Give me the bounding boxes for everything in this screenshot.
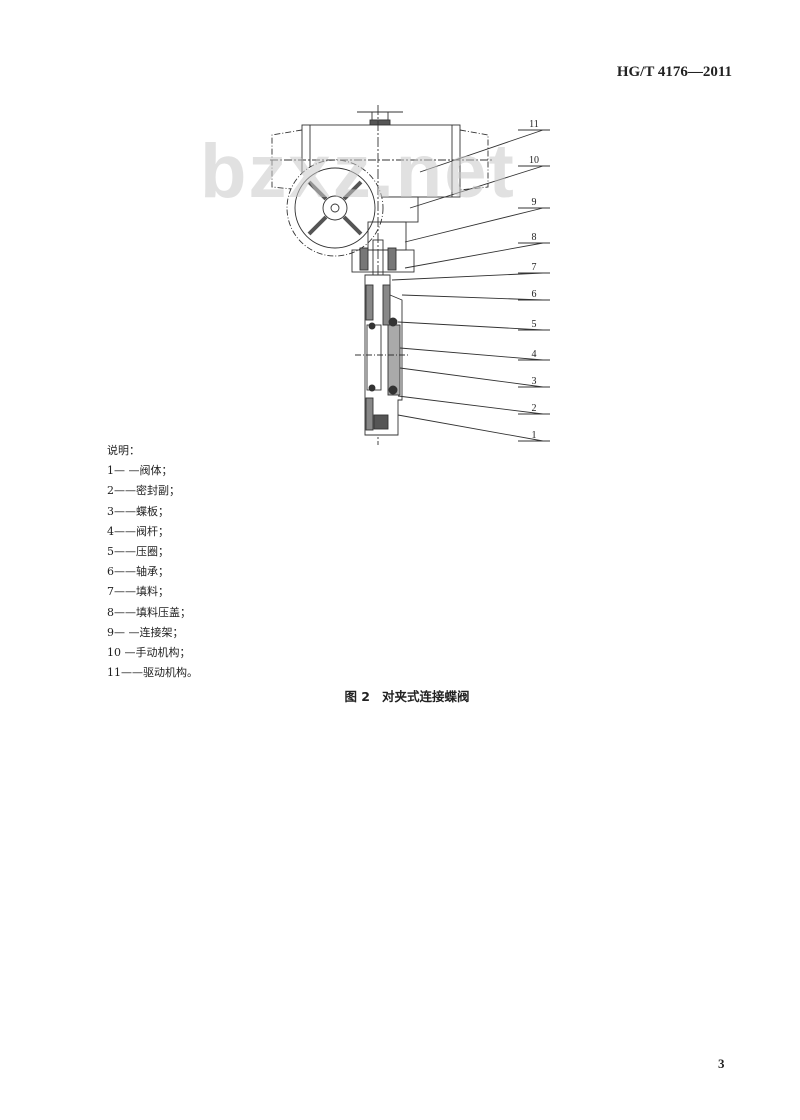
figure-legend: 说明： 1— —阀体； 2——密封副； 3——蝶板； 4——阀杆； 5——压圈；… [107, 441, 198, 683]
legend-item: 5——压圈； [107, 545, 169, 559]
callout-5: 5 [532, 319, 537, 330]
callout-9: 9 [532, 197, 537, 208]
callout-6: 6 [532, 289, 537, 300]
legend-item: 3——蝶板； [107, 504, 169, 518]
callout-3: 3 [532, 376, 537, 387]
legend-item: 4——阀杆； [107, 524, 169, 538]
legend-item: 11——驱动机构。 [107, 666, 198, 680]
callout-1: 1 [532, 430, 537, 441]
legend-item: 2——密封副； [107, 484, 180, 498]
callout-8: 8 [532, 232, 537, 243]
callout-10: 10 [529, 155, 539, 166]
callout-7: 7 [532, 262, 537, 273]
legend-item: 9— —连接架； [107, 625, 184, 639]
figure-title: 对夹式连接蝶阀 [382, 689, 470, 704]
callout-4: 4 [532, 349, 537, 360]
callout-2: 2 [532, 403, 537, 414]
figure-caption: 图 2 对夹式连接蝶阀 [0, 686, 800, 705]
figure-number: 图 2 [344, 689, 371, 704]
legend-item: 7——填料； [107, 585, 169, 599]
legend-title: 说明： [107, 444, 140, 457]
butterfly-valve-drawing: 11 10 9 8 7 6 5 4 3 2 1 [270, 105, 550, 445]
watermark: bzxz.net [200, 129, 516, 214]
legend-item: 10 —手动机构； [107, 646, 191, 660]
standard-number: HG/T 4176—2011 [616, 64, 732, 80]
legend-item: 1— —阀体； [107, 464, 173, 478]
page-number: 3 [718, 1056, 725, 1071]
callout-11: 11 [529, 119, 539, 130]
legend-item: 6——轴承； [107, 565, 169, 579]
legend-item: 8——填料压盖； [107, 605, 191, 619]
